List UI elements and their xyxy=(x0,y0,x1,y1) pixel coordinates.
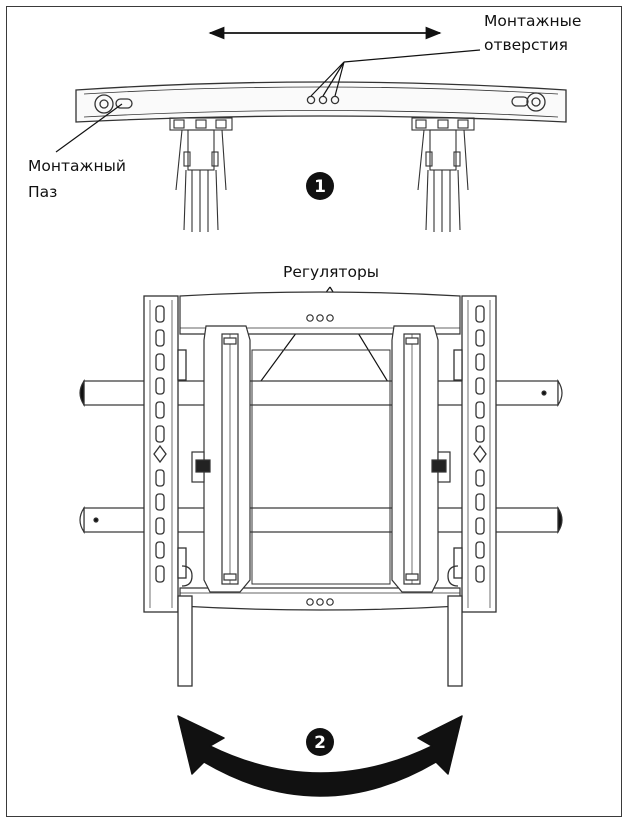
rail-clamp-right xyxy=(411,117,475,232)
diagram-frame xyxy=(6,6,622,817)
frame-cross-rails xyxy=(179,291,461,611)
regulators-label: Регуляторы xyxy=(283,263,379,281)
mounting-holes-label-line1: Монтажные xyxy=(484,12,581,30)
mounting-holes-label-line2: отверстия xyxy=(484,36,568,54)
wall-column-right xyxy=(447,295,497,687)
mounting-slot-label-line2: Паз xyxy=(28,183,57,201)
center-plate-outline xyxy=(251,349,391,585)
holes-callout-lines xyxy=(310,49,481,97)
step-badge-1: 1 xyxy=(306,172,334,200)
slot-callout-line xyxy=(55,103,123,153)
wall-rail xyxy=(75,81,567,123)
tilt-double-arrow xyxy=(177,715,463,797)
svg-text:1: 1 xyxy=(314,177,326,197)
svg-text:2: 2 xyxy=(314,733,326,753)
step-badge-2: 2 xyxy=(306,728,334,756)
rail-clamp-left xyxy=(169,117,233,232)
wall-column-left xyxy=(143,295,193,687)
tv-bracket-right xyxy=(391,325,451,593)
tv-bracket-left xyxy=(191,325,251,593)
mounting-slot-label-line1: Монтажный xyxy=(28,157,126,175)
